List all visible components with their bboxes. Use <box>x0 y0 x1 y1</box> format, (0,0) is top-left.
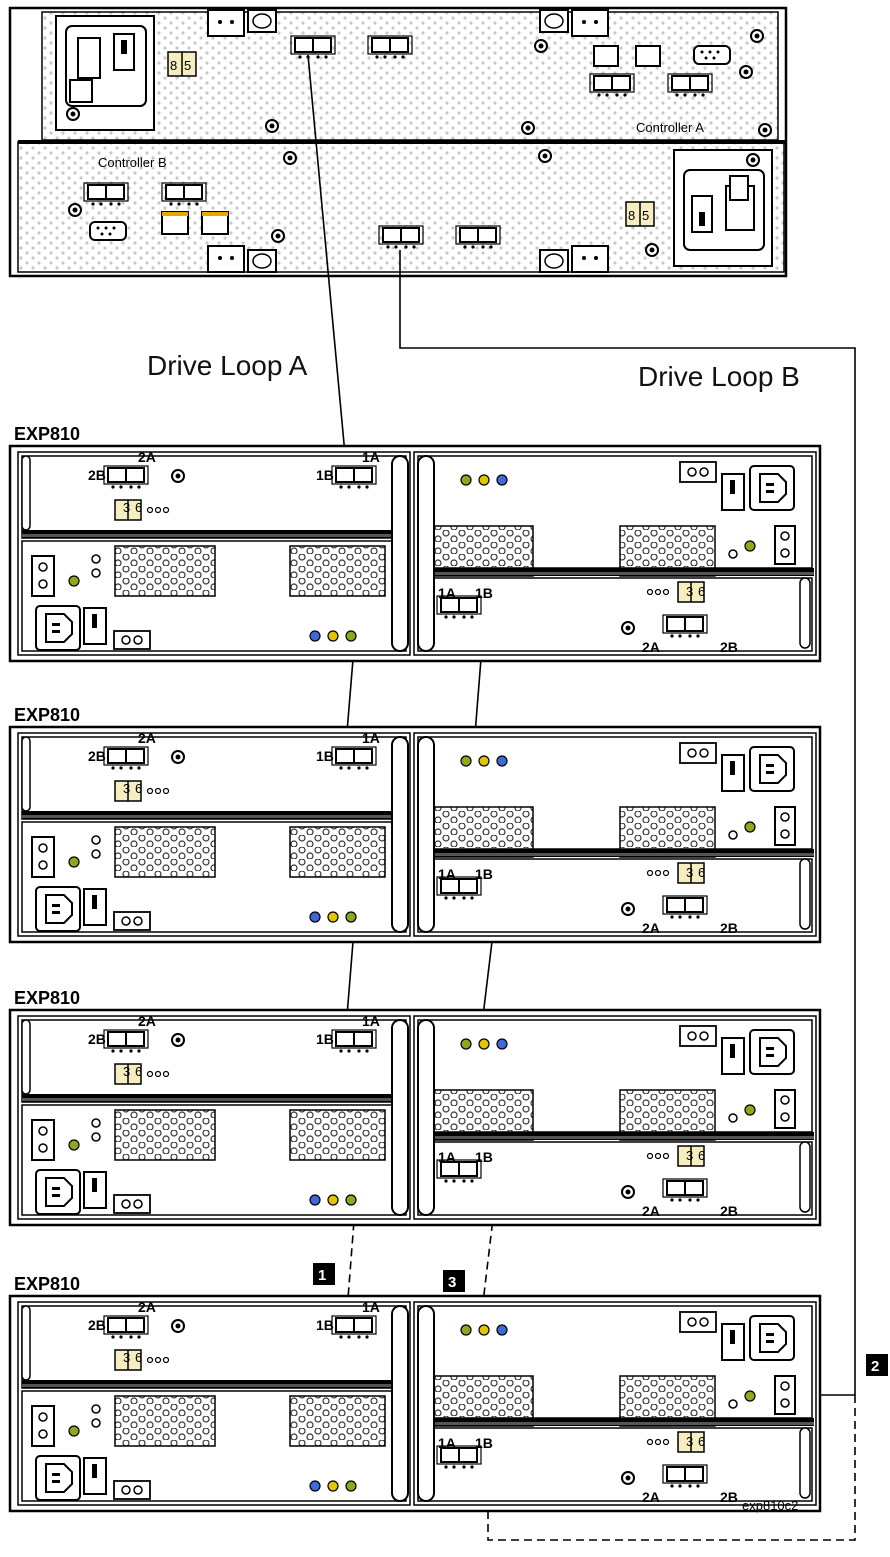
esm-dip-3: 3 <box>123 781 130 796</box>
figure-id: exp810c2 <box>742 1498 798 1513</box>
port-2b: 2B <box>720 1203 738 1219</box>
port-2a: 2A <box>642 639 660 655</box>
callout-3: 3 <box>443 1270 465 1292</box>
port-2a: 2A <box>642 1203 660 1219</box>
callout-1: 1 <box>313 1263 335 1285</box>
port-2a: 2A <box>642 1489 660 1505</box>
enclosure-2: EXP810 <box>10 705 820 942</box>
esm-dip-6: 6 <box>698 865 705 880</box>
port-2a: 2A <box>138 449 156 465</box>
port-1b: 1B <box>316 748 334 764</box>
esm-dip-3: 3 <box>123 1064 130 1079</box>
port-1a: 1A <box>362 449 380 465</box>
port-1b: 1B <box>475 866 493 882</box>
port-1a: 1A <box>438 585 456 601</box>
port-2b: 2B <box>88 1031 106 1047</box>
port-2b: 2B <box>88 748 106 764</box>
port-1b: 1B <box>475 1435 493 1451</box>
callout-2-text: 2 <box>871 1358 879 1375</box>
port-1a: 1A <box>362 1299 380 1315</box>
port-1a: 1A <box>362 730 380 746</box>
enclosure-label: EXP810 <box>14 988 80 1008</box>
port-1b: 1B <box>316 1031 334 1047</box>
esm-dip-6: 6 <box>698 1148 705 1163</box>
port-1a: 1A <box>362 1013 380 1029</box>
esm-dip-6: 6 <box>135 1064 142 1079</box>
controller-a-dip-1: 8 <box>170 58 177 73</box>
enclosure-1: EXP810 <box>10 424 820 661</box>
port-1b: 1B <box>475 1149 493 1165</box>
esm-dip-6: 6 <box>135 1350 142 1365</box>
port-1a: 1A <box>438 866 456 882</box>
esm-dip-3: 3 <box>686 584 693 599</box>
port-2b: 2B <box>720 1489 738 1505</box>
port-2a: 2A <box>138 1299 156 1315</box>
drive-loop-b-label: Drive Loop B <box>638 361 800 392</box>
esm-dip-6: 6 <box>135 781 142 796</box>
esm-dip-6: 6 <box>135 500 142 515</box>
controller-b-label: Controller B <box>98 155 167 170</box>
enclosure-label: EXP810 <box>14 424 80 444</box>
port-2a: 2A <box>138 730 156 746</box>
callout-1-text: 1 <box>318 1267 326 1284</box>
esm-dip-6: 6 <box>698 584 705 599</box>
enclosure-label: EXP810 <box>14 1274 80 1294</box>
esm-dip-3: 3 <box>123 1350 130 1365</box>
esm-dip-3: 3 <box>686 1148 693 1163</box>
enclosure-4: EXP810 <box>10 1274 820 1511</box>
controller-a-dip-2: 5 <box>184 58 191 73</box>
callout-3-text: 3 <box>448 1274 456 1291</box>
controller-unit: 8 5 Controller A Controller B <box>10 8 786 276</box>
callout-2: 2 <box>866 1354 888 1376</box>
esm-dip-3: 3 <box>123 500 130 515</box>
port-1b: 1B <box>316 1317 334 1333</box>
enclosure-label: EXP810 <box>14 705 80 725</box>
controller-b-dip-2: 5 <box>642 208 649 223</box>
port-1b: 1B <box>316 467 334 483</box>
esm-dip-3: 3 <box>686 865 693 880</box>
drive-loop-a-label: Drive Loop A <box>147 350 308 381</box>
esm-dip-3: 3 <box>686 1434 693 1449</box>
port-1b: 1B <box>475 585 493 601</box>
controller-b-dip-1: 8 <box>628 208 635 223</box>
port-1a: 1A <box>438 1149 456 1165</box>
esm-dip-6: 6 <box>698 1434 705 1449</box>
port-1a: 1A <box>438 1435 456 1451</box>
port-2b: 2B <box>88 467 106 483</box>
port-2b: 2B <box>88 1317 106 1333</box>
port-2b: 2B <box>720 920 738 936</box>
controller-a-label: Controller A <box>636 120 704 135</box>
port-2a: 2A <box>642 920 660 936</box>
port-2a: 2A <box>138 1013 156 1029</box>
port-2b: 2B <box>720 639 738 655</box>
enclosure-3: EXP810 <box>10 988 820 1225</box>
